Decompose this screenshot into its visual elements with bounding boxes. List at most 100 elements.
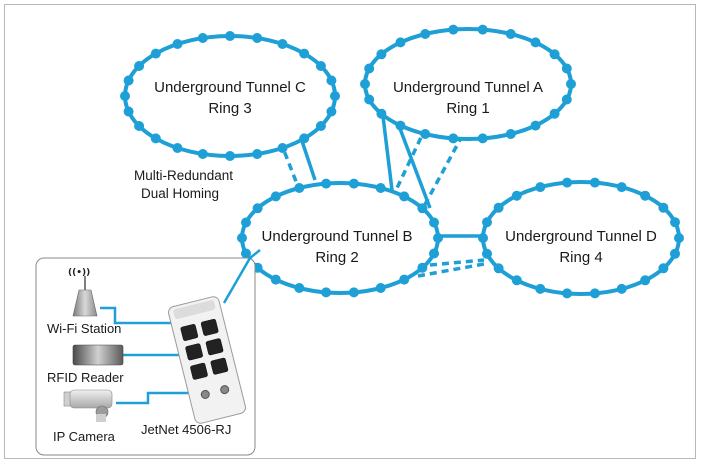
ring-node xyxy=(326,106,337,117)
port-1 xyxy=(180,324,199,341)
ring-node xyxy=(420,129,431,139)
ring-node xyxy=(482,217,492,228)
ring-node xyxy=(277,39,288,49)
switch-connector-1 xyxy=(200,389,210,399)
ring-node xyxy=(561,94,572,105)
ring-node xyxy=(417,262,428,273)
ring-node xyxy=(321,287,332,298)
camera-body-icon xyxy=(69,389,113,409)
dual-homing-c-b xyxy=(274,129,299,185)
port-4 xyxy=(205,338,224,356)
ring-node xyxy=(535,283,546,294)
ring-node xyxy=(549,49,560,60)
ring-node xyxy=(375,183,386,193)
ring-node xyxy=(477,24,488,35)
ring-node xyxy=(420,29,431,39)
port-5 xyxy=(190,362,208,380)
ring-node xyxy=(482,248,492,259)
ring-b-nodes xyxy=(237,178,443,298)
ring-node xyxy=(197,33,208,43)
ring-node xyxy=(172,39,183,49)
ring-c: Underground Tunnel C Ring 3 xyxy=(120,31,340,161)
ring-node xyxy=(364,94,375,105)
ring-node xyxy=(562,288,573,299)
ring-node xyxy=(530,37,541,48)
ring-node xyxy=(348,287,359,298)
ring-node xyxy=(330,91,340,101)
ring-node xyxy=(493,202,504,213)
ring-node xyxy=(252,149,263,159)
switch-model-label: JetNet 4506-RJ xyxy=(141,422,231,437)
ring-node xyxy=(640,275,651,286)
ring-c-title: Underground Tunnel C xyxy=(154,79,306,96)
ring-node xyxy=(252,33,263,43)
ring-node xyxy=(294,183,305,193)
rfid-reader-label: RFID Reader xyxy=(47,370,124,385)
port-6 xyxy=(210,357,229,375)
wifi-station: ((•)) Wi-Fi Station xyxy=(47,268,121,336)
ring-node xyxy=(616,283,627,294)
ring-a-subtitle: Ring 1 xyxy=(446,100,489,117)
ring-node xyxy=(150,48,161,59)
switch-connector-2 xyxy=(220,385,230,395)
ring-d-subtitle: Ring 4 xyxy=(559,249,602,266)
ring-b-subtitle: Ring 2 xyxy=(315,249,358,266)
ring-node xyxy=(549,108,560,119)
ip-camera-label: IP Camera xyxy=(53,429,116,444)
ring-node xyxy=(299,133,310,144)
ring-node xyxy=(294,283,305,293)
ring-node xyxy=(616,182,627,193)
switch-top-cap xyxy=(173,300,216,319)
ring-node xyxy=(123,106,134,117)
ring-node xyxy=(299,48,310,59)
ring-node xyxy=(433,233,443,243)
link-a-b-2 xyxy=(394,117,432,209)
ring-node xyxy=(197,149,208,159)
ring-node xyxy=(530,120,541,131)
ring-node xyxy=(589,288,600,299)
ring-node xyxy=(561,63,572,74)
ip-camera: IP Camera xyxy=(53,389,116,444)
ring-node xyxy=(120,91,130,101)
ring-node xyxy=(315,61,326,71)
ring-node xyxy=(364,63,375,74)
wifi-station-label: Wi-Fi Station xyxy=(47,321,121,336)
link-a-b-1 xyxy=(380,107,394,191)
access-point-icon xyxy=(72,289,98,317)
ring-node xyxy=(448,24,459,35)
ring-a-nodes xyxy=(360,24,576,144)
ring-node xyxy=(417,203,428,214)
ring-d-nodes xyxy=(478,177,684,299)
ring-node xyxy=(399,274,410,285)
ring-a-title: Underground Tunnel A xyxy=(393,79,543,96)
ring-node xyxy=(225,31,235,41)
ring-node xyxy=(270,274,281,285)
ring-node xyxy=(448,133,459,144)
ring-d: Underground Tunnel D Ring 4 xyxy=(478,177,684,299)
ring-node xyxy=(134,61,145,71)
ring-node xyxy=(376,49,387,60)
ring-node xyxy=(321,178,332,189)
camera-cable xyxy=(116,391,196,405)
switch-uplink xyxy=(222,249,261,304)
redundancy-label-line2: Dual Homing xyxy=(141,186,219,201)
ring-node xyxy=(511,190,522,201)
ring-node xyxy=(477,133,488,144)
ring-node xyxy=(241,248,251,259)
ring-node xyxy=(640,190,651,201)
camera-stand-icon xyxy=(96,414,106,422)
ring-node xyxy=(493,263,504,274)
ring-b: Underground Tunnel B Ring 2 xyxy=(237,178,443,298)
ring-node xyxy=(429,248,439,259)
dual-homing-b-d-1 xyxy=(429,258,485,267)
ring-node xyxy=(478,233,488,243)
ring-node xyxy=(395,37,406,48)
jetnet-switch: JetNet 4506-RJ xyxy=(141,296,246,437)
ring-node xyxy=(123,75,134,86)
dual-homing-b-d-2 xyxy=(417,262,485,278)
rfid-reader: RFID Reader xyxy=(47,344,124,385)
ring-node xyxy=(360,79,370,89)
ring-node xyxy=(589,177,600,188)
ring-node xyxy=(670,217,680,228)
